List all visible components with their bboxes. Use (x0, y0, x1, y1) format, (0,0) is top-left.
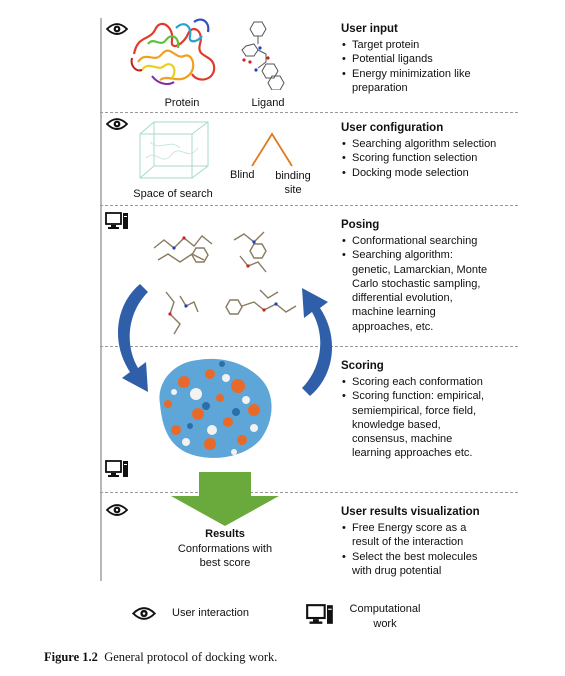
search-space-cube-image (139, 121, 209, 179)
timeline-line (100, 18, 102, 581)
section-divider (100, 492, 518, 493)
section-divider (100, 346, 518, 347)
list-item: Scoring each conformation (341, 375, 493, 390)
blind-binding-site-caret-icon (251, 132, 293, 167)
list-item: Scoring function selection (341, 151, 501, 166)
list-item: Select the best molecules with drug pote… (341, 550, 489, 579)
blind-label: Blind (230, 169, 255, 181)
section-list-scoring: Scoring each conformation Scoring functi… (341, 375, 493, 461)
section-title-user-input: User input (341, 23, 398, 35)
results-subtitle: Conformations with best score (177, 543, 273, 569)
protein-structure-image (130, 18, 216, 85)
eye-icon (106, 118, 128, 130)
eye-icon (106, 23, 128, 35)
ligand-label: Ligand (251, 97, 285, 109)
list-item: Searching algorithm: genetic, Lamarckian… (341, 248, 491, 334)
list-item: Searching algorithm selection (341, 137, 501, 152)
list-item: Free Energy score as a result of the int… (341, 521, 489, 550)
section-title-user-configuration: User configuration (341, 122, 444, 134)
eye-icon (132, 607, 156, 620)
posing-to-scoring-arrow-icon (117, 284, 148, 392)
list-item: Potential ligands (341, 52, 491, 67)
figure-caption: Figure 1.2 General protocol of docking w… (44, 650, 277, 665)
figure-caption-text: General protocol of docking work. (104, 650, 278, 664)
list-item: Scoring function: empirical, semiempiric… (341, 389, 493, 460)
binding-site-label: binding site (275, 170, 311, 196)
eye-icon (106, 504, 128, 516)
ligand-structure-image (241, 21, 285, 90)
section-title-user-results-visualization: User results visualization (341, 506, 480, 518)
protein-label: Protein (164, 97, 200, 109)
results-title: Results (205, 528, 245, 540)
ligand-conformations-image (153, 231, 297, 335)
list-item: Energy minimization like preparation (341, 67, 491, 96)
section-list-user-configuration: Searching algorithm selection Scoring fu… (341, 137, 501, 180)
scoring-to-posing-arrow-icon (302, 288, 333, 396)
section-divider (100, 205, 518, 206)
section-list-user-input: Target protein Potential ligands Energy … (341, 38, 491, 95)
section-list-user-results-visualization: Free Energy score as a result of the int… (341, 521, 489, 578)
section-title-posing: Posing (341, 219, 380, 231)
space-of-search-label: Space of search (133, 188, 213, 200)
figure-number: Figure 1.2 (44, 650, 98, 664)
section-title-scoring: Scoring (341, 360, 384, 372)
list-item: Docking mode selection (341, 166, 501, 181)
computer-icon (306, 604, 333, 624)
computer-icon (105, 212, 128, 229)
protein-surface-image (159, 358, 272, 458)
section-list-posing: Conformational searching Searching algor… (341, 234, 491, 334)
results-arrow-icon (171, 472, 279, 526)
computer-icon (105, 460, 128, 477)
list-item: Target protein (341, 38, 491, 53)
legend-user-interaction-label: User interaction (172, 607, 250, 619)
section-divider (100, 112, 518, 113)
list-item: Conformational searching (341, 234, 491, 249)
legend-computational-work-label: Computational work (349, 603, 421, 630)
